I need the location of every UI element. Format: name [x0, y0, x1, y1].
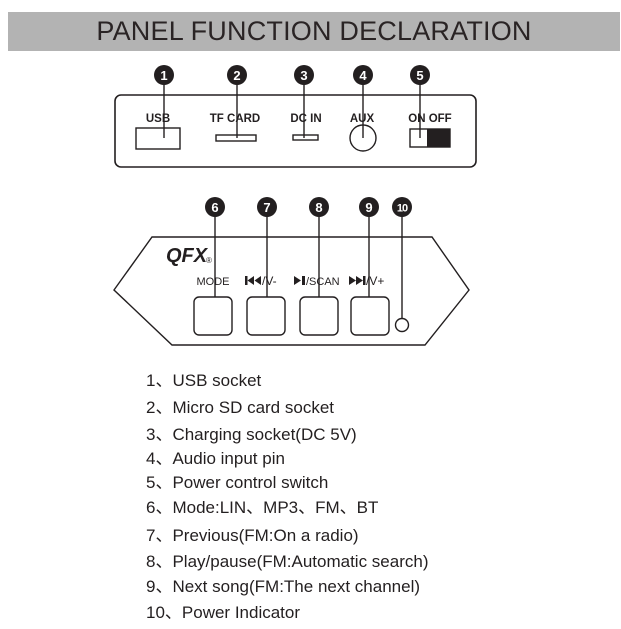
callout-10: 10 — [392, 197, 412, 217]
callout-2: 2 — [227, 65, 247, 85]
legend-item: 10、Power Indicator — [146, 603, 301, 622]
legend-item: 4、Audio input pin — [146, 449, 285, 468]
play-scan-label: /SCAN — [306, 276, 340, 288]
callout-8: 8 — [309, 197, 329, 217]
front-panel-outline — [113, 236, 470, 346]
callout-9: 9 — [359, 197, 379, 217]
legend-item: 1、USB socket — [146, 371, 262, 390]
legend-item: 2、Micro SD card socket — [146, 398, 334, 417]
aux-label: AUX — [350, 113, 375, 125]
svg-text:2: 2 — [233, 68, 240, 83]
callout-1: 1 — [154, 65, 174, 85]
callout-3: 3 — [294, 65, 314, 85]
legend-item: 7、Previous(FM:On a radio) — [146, 526, 359, 545]
next-icon — [349, 276, 366, 285]
tf-card-label: TF CARD — [210, 113, 260, 125]
usb-port — [135, 127, 181, 150]
rear-panel-outline — [114, 94, 477, 168]
callout-6: 6 — [205, 197, 225, 217]
legend-item: 5、Power control switch — [146, 473, 329, 492]
play-pause-icon — [294, 276, 305, 285]
registered-mark: ® — [206, 256, 212, 265]
next-vol-up-label: /V+ — [366, 274, 384, 288]
page-title: PANEL FUNCTION DECLARATION — [96, 16, 532, 46]
dc-in-port — [292, 134, 319, 141]
legend-item: 8、Play/pause(FM:Automatic search) — [146, 552, 429, 571]
usb-label: USB — [146, 113, 170, 125]
next-button[interactable] — [350, 296, 390, 336]
mode-button[interactable] — [193, 296, 233, 336]
aux-jack — [349, 124, 377, 152]
svg-text:4: 4 — [359, 68, 367, 83]
dc-in-label: DC IN — [290, 113, 321, 125]
legend-item: 6、Mode:LIN、MP3、FM、BT — [146, 498, 379, 517]
callout-7: 7 — [257, 197, 277, 217]
svg-text:6: 6 — [211, 200, 218, 215]
prev-icon — [245, 276, 261, 285]
brand-logo: QFX — [166, 245, 209, 267]
callout-4: 4 — [353, 65, 373, 85]
legend-item: 9、Next song(FM:The next channel) — [146, 577, 421, 596]
svg-text:3: 3 — [300, 68, 307, 83]
callout-5: 5 — [410, 65, 430, 85]
svg-text:1: 1 — [160, 68, 167, 83]
mode-label: MODE — [197, 276, 230, 288]
prev-vol-down-label: /V- — [262, 274, 277, 288]
play-pause-button[interactable] — [299, 296, 339, 336]
title-banner: PANEL FUNCTION DECLARATION — [8, 12, 620, 51]
on-off-label: ON OFF — [408, 113, 451, 125]
svg-text:10: 10 — [397, 203, 408, 215]
svg-text:7: 7 — [263, 200, 270, 215]
previous-button[interactable] — [246, 296, 286, 336]
svg-text:8: 8 — [315, 200, 322, 215]
power-indicator-led — [394, 317, 410, 333]
svg-text:9: 9 — [365, 200, 372, 215]
svg-text:5: 5 — [416, 68, 423, 83]
power-switch — [409, 128, 451, 148]
legend-item: 3、Charging socket(DC 5V) — [146, 425, 357, 444]
tf-card-slot — [215, 134, 257, 142]
